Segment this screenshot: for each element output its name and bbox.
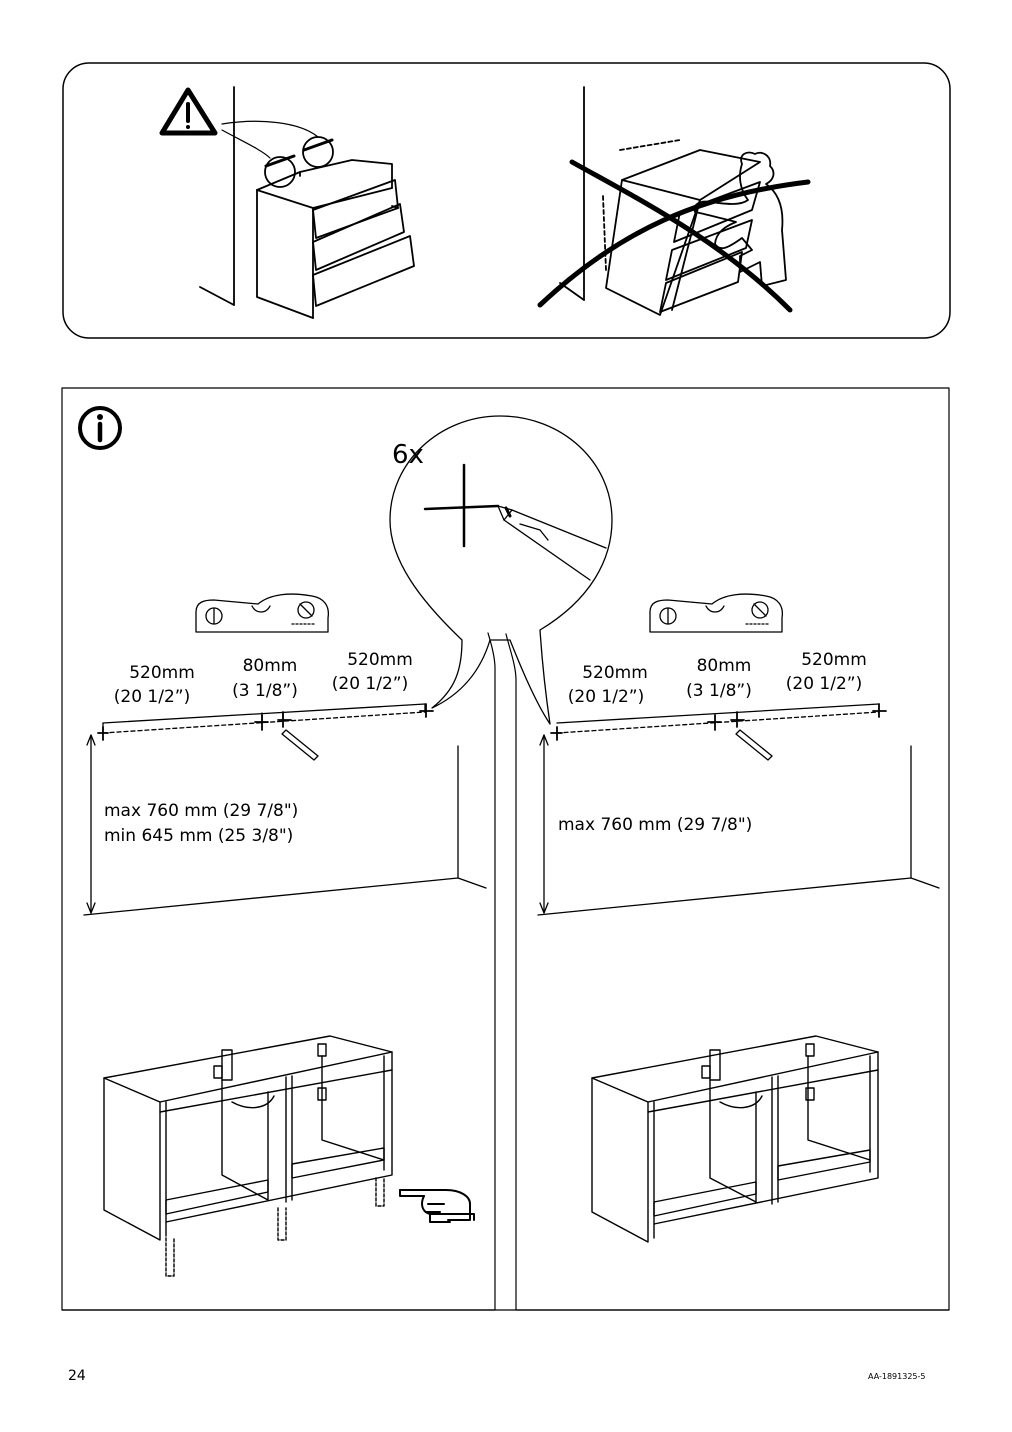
right-cabinet-frame <box>591 1035 879 1243</box>
left-height-min: min 645 mm (25 3/8") <box>104 826 294 846</box>
left-subpanel-border <box>61 632 496 1311</box>
right-dim-1-mm: 520mm <box>582 663 648 683</box>
left-dim-1-in: (20 1/2”) <box>113 687 191 707</box>
spirit-level-icon <box>195 593 330 633</box>
right-dim-3-in: (20 1/2”) <box>785 674 863 694</box>
document-code: AA-1891325-5 <box>868 1372 926 1381</box>
right-dim-2-in: (3 1/8”) <box>686 681 752 701</box>
right-wall-drawing <box>537 593 940 916</box>
left-height-max: max 760 mm (29 7/8") <box>104 801 299 821</box>
pointing-hand-icon <box>399 1189 475 1223</box>
step-panel-outer <box>61 387 950 1311</box>
left-dim-3-in: (20 1/2”) <box>331 674 409 694</box>
left-dim-1-mm: 520mm <box>129 663 195 683</box>
left-wall-drawing <box>83 593 487 916</box>
warning-triangle-icon <box>159 87 218 136</box>
right-dim-3-mm: 520mm <box>801 650 867 670</box>
tip-over-warning-illustration <box>537 86 811 316</box>
spirit-level-icon <box>649 593 784 633</box>
info-circle-icon <box>78 406 122 450</box>
right-dim-2-mm: 80mm <box>696 656 752 676</box>
right-height-max: max 760 mm (29 7/8") <box>558 815 753 835</box>
left-dim-2-in: (3 1/8”) <box>232 681 298 701</box>
left-cabinet-frame <box>103 1035 393 1277</box>
left-dim-3-mm: 520mm <box>347 650 413 670</box>
right-subpanel-border <box>505 633 950 1311</box>
left-dim-2-mm: 80mm <box>242 656 298 676</box>
right-dim-1-in: (20 1/2”) <box>567 687 645 707</box>
chest-attached-illustration <box>199 86 415 319</box>
quantity-label: 6x <box>392 440 424 470</box>
marking-detail-bubble <box>389 415 613 725</box>
warning-panel <box>62 62 951 339</box>
page-number: 24 <box>68 1368 86 1384</box>
